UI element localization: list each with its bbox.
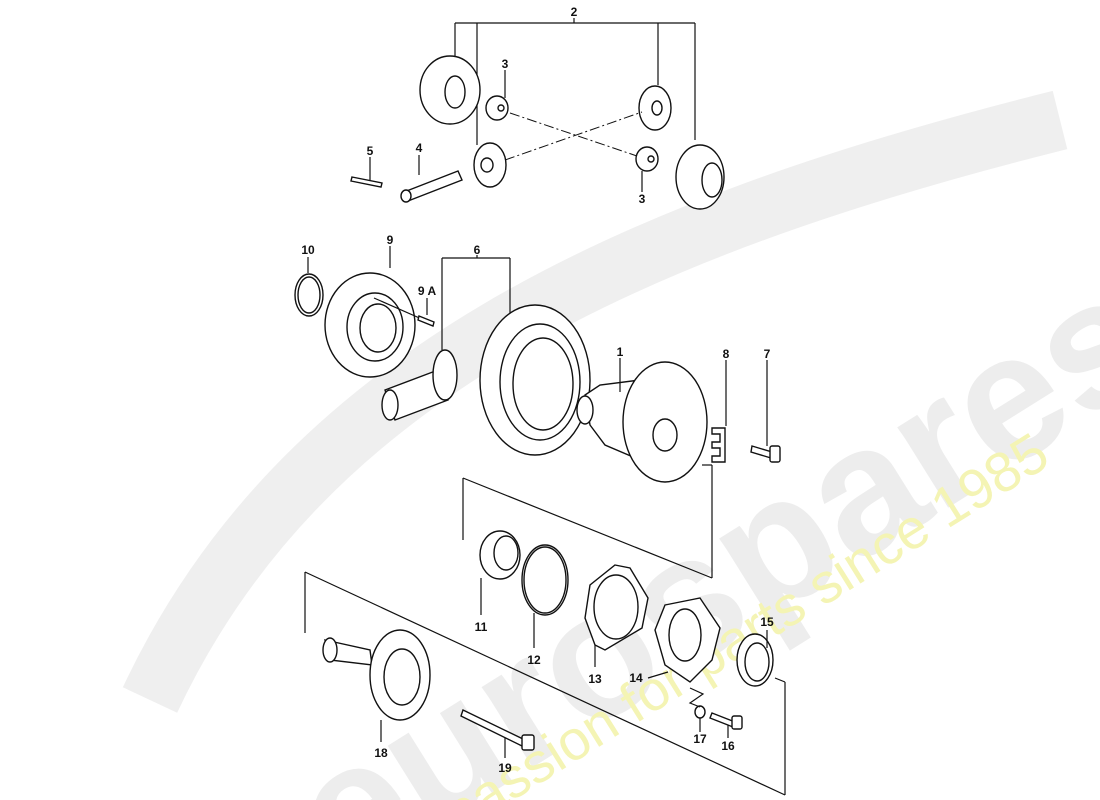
assembly-bracket-lower (304, 571, 786, 796)
washer-17 (688, 687, 706, 732)
callout-5[interactable]: 5 (366, 144, 374, 158)
callout-3-upper[interactable]: 3 (501, 57, 509, 71)
callout-6[interactable]: 6 (473, 243, 481, 257)
o-ring (521, 544, 569, 648)
bracket-6 (441, 255, 511, 350)
callout-17[interactable]: 17 (693, 732, 707, 746)
gasket (584, 564, 649, 667)
taper-bearing (479, 530, 521, 615)
callout-19[interactable]: 19 (498, 761, 512, 775)
bracket-2 (454, 18, 696, 145)
callout-18[interactable]: 18 (374, 746, 388, 760)
differential-pin (400, 155, 463, 203)
assembly-bracket-upper (462, 464, 713, 579)
callout-10[interactable]: 10 (301, 243, 315, 257)
callout-2[interactable]: 2 (570, 5, 578, 19)
callout-9a[interactable]: 9 A (417, 284, 437, 298)
callout-7[interactable]: 7 (763, 347, 771, 361)
differential-housing (576, 358, 708, 483)
pinion-gear-right (638, 85, 672, 131)
lock-plate (711, 360, 727, 463)
side-gear-left (419, 55, 481, 125)
callout-9[interactable]: 9 (386, 233, 394, 247)
callout-3-lower[interactable]: 3 (638, 192, 646, 206)
cover-plate (324, 246, 416, 378)
callout-13[interactable]: 13 (588, 672, 602, 686)
oil-seal (736, 630, 774, 687)
callout-14[interactable]: 14 (629, 671, 643, 685)
drive-pinion (381, 349, 458, 421)
dowel-pin (373, 297, 435, 327)
callout-8[interactable]: 8 (722, 347, 730, 361)
output-flange (322, 629, 431, 742)
bolt-16 (709, 712, 743, 738)
callout-12[interactable]: 12 (527, 653, 541, 667)
circlip (294, 257, 324, 317)
callout-11[interactable]: 11 (474, 620, 488, 634)
side-cover (647, 597, 721, 683)
callout-15[interactable]: 15 (760, 615, 774, 629)
ring-gear (479, 304, 591, 456)
roll-pin (350, 157, 383, 188)
thrust-washer-upper (485, 70, 509, 121)
pinion-gear-left (473, 142, 507, 188)
callout-16[interactable]: 16 (721, 739, 735, 753)
side-gear-right (675, 144, 725, 210)
callout-4[interactable]: 4 (415, 141, 423, 155)
long-bolt (460, 709, 535, 758)
bolt-7 (750, 360, 781, 463)
thrust-washer-lower (635, 146, 659, 192)
callout-1[interactable]: 1 (616, 345, 624, 359)
